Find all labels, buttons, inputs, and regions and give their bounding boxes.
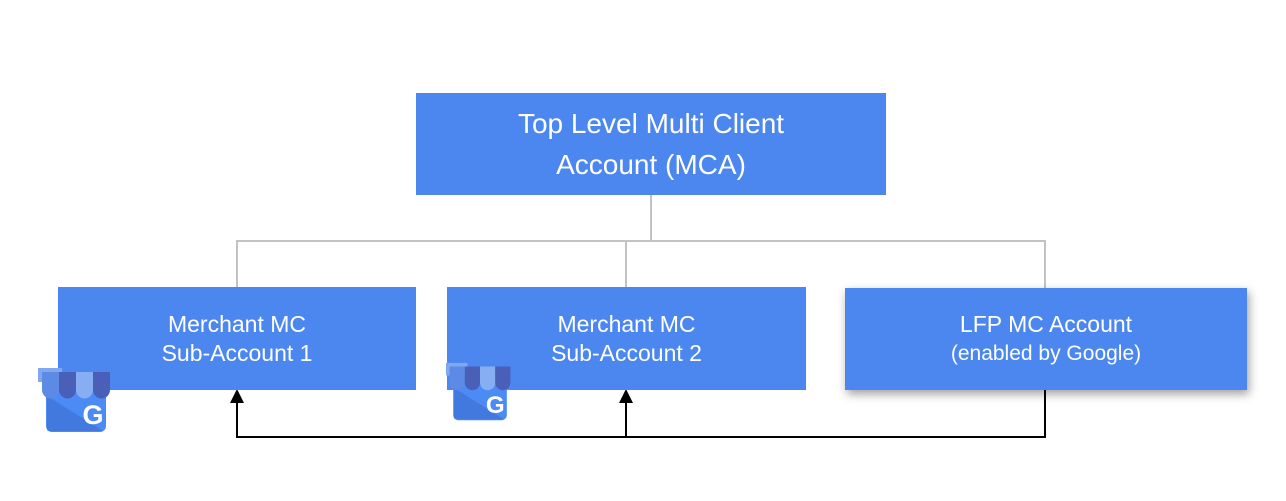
connector-arrow-sub2 — [625, 401, 627, 437]
connector-children-rail — [236, 240, 1046, 242]
google-business-profile-icon: G — [38, 368, 110, 432]
connector-drop-sub1 — [236, 240, 238, 288]
node-label-line1: Merchant MC — [557, 310, 696, 337]
google-business-profile-icon: G — [446, 362, 511, 421]
node-top-level-mca: Top Level Multi Client Account (MCA) — [416, 93, 886, 195]
arrow-up-icon — [230, 389, 244, 403]
node-label-line1: Merchant MC — [167, 310, 307, 337]
google-g-letter: G — [486, 392, 505, 419]
connector-lfp-down — [1044, 390, 1046, 437]
connector-arrow-sub1 — [236, 401, 238, 437]
node-merchant-sub-account-1: Merchant MC Sub-Account 1 — [58, 287, 416, 390]
node-label-line1: Top Level Multi Client — [517, 108, 785, 139]
arrow-up-icon — [619, 389, 633, 403]
connector-feedback-rail — [236, 436, 1046, 438]
node-label-line2: Sub-Account 1 — [161, 339, 313, 366]
google-g-letter: G — [82, 400, 103, 430]
node-lfp-mc-account: LFP MC Account (enabled by Google) — [845, 288, 1247, 390]
node-label-line2: Sub-Account 2 — [551, 339, 702, 366]
connector-drop-lfp — [1044, 240, 1046, 288]
connector-mca-stem — [650, 195, 652, 241]
node-label-line2: (enabled by Google) — [950, 342, 1142, 365]
node-label-line1: LFP MC Account — [959, 311, 1133, 337]
node-label-line2: Account (MCA) — [556, 149, 746, 180]
connector-drop-sub2 — [625, 240, 627, 288]
